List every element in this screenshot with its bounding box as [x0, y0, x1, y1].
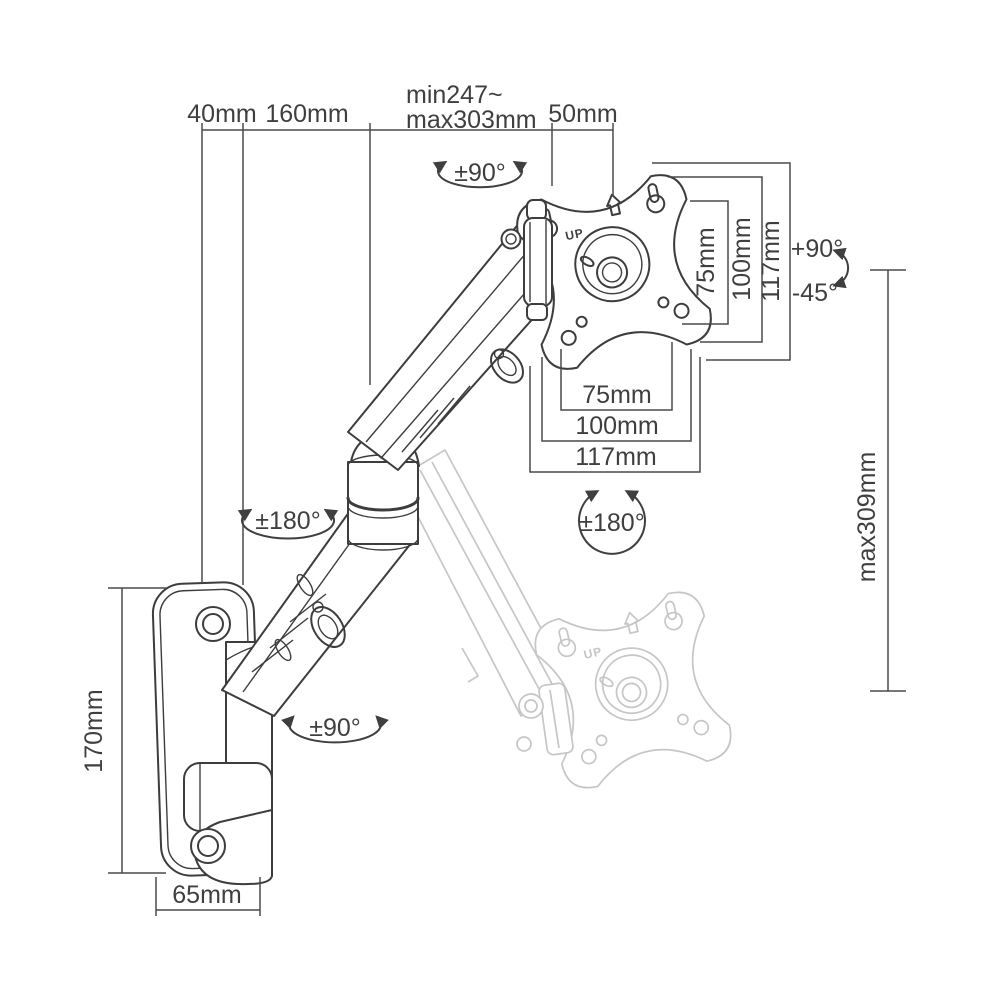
- mount-hole: [673, 302, 690, 319]
- plate-rotation-arrow: [578, 490, 646, 555]
- up-arrow-slot: [606, 193, 622, 217]
- mount-hole: [575, 315, 588, 328]
- dim-vesa-bottom-inner: 75mm: [582, 381, 651, 409]
- dim-wall-depth: 40mm: [187, 100, 256, 128]
- dim-wall-plate-width: 65mm: [172, 881, 241, 909]
- dim-head-offset: 50mm: [548, 100, 617, 128]
- hub-screw-slot: [579, 255, 595, 267]
- rot-tilt-up: +90°: [791, 235, 843, 263]
- dim-vesa-right-middle: 100mm: [728, 217, 756, 300]
- ghost-arm: [397, 449, 573, 717]
- up-marker: UP: [564, 226, 585, 244]
- dim-height-range: max309mm: [853, 452, 881, 583]
- rot-elbow: ±180°: [255, 507, 320, 535]
- dim-vesa-bottom-middle: 100mm: [575, 412, 658, 440]
- ghost-up-marker: UP: [582, 644, 603, 662]
- monitor-joint: [500, 199, 553, 321]
- plate-hub: [574, 226, 651, 303]
- dim-extension-min: min247~: [406, 81, 503, 109]
- mount-hole: [560, 329, 577, 346]
- tilt-arrow: [832, 247, 850, 289]
- upper-arm: [347, 221, 554, 471]
- dim-vesa-right-inner: 75mm: [692, 227, 720, 296]
- head-swivel-arrow: [432, 160, 528, 189]
- dim-lower-arm-reach: 160mm: [265, 100, 348, 128]
- base-swivel-arrow: [281, 715, 389, 744]
- dim-extension-max: max303mm: [406, 106, 537, 134]
- keyhole-right: [646, 194, 666, 214]
- ghost-arm-position: UP: [397, 449, 732, 789]
- dim-wall-plate-height: 170mm: [80, 689, 108, 772]
- rot-base: ±90°: [309, 714, 361, 742]
- hinge-bolt: [500, 228, 522, 250]
- rot-head-swivel: ±90°: [454, 159, 506, 187]
- ghost-vesa-plate: UP: [534, 591, 732, 789]
- tension-adjuster: [310, 606, 346, 648]
- rot-plate: ±180°: [579, 509, 644, 537]
- elbow-swivel-arrow: [237, 508, 339, 540]
- mount-hole: [657, 296, 670, 309]
- rot-tilt-down: -45°: [792, 279, 838, 307]
- wall-plate-holes: [190, 606, 231, 864]
- ghost-monitor-joint: [516, 682, 574, 756]
- dimension-annotations: 40mm 160mm min247~ max303mm 50mm ±90° 75…: [80, 81, 906, 916]
- dim-vesa-right-outer: 117mm: [757, 220, 785, 302]
- dim-vesa-bottom-outer: 117mm: [575, 443, 657, 471]
